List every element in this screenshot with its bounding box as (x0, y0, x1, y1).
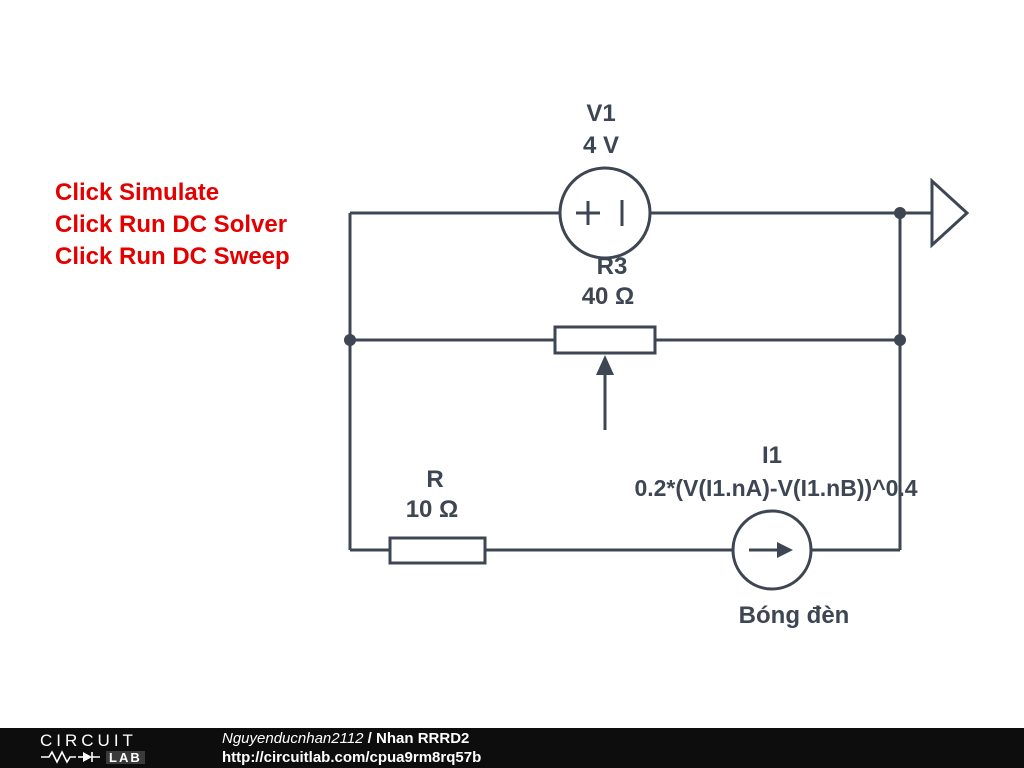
instruction-line-1: Click Simulate (55, 179, 220, 206)
r3-label: R3 (597, 253, 628, 280)
v1-value: 4 V (583, 132, 619, 159)
voltage-source-body[interactable] (558, 166, 652, 260)
logo-lab-text: LAB (106, 750, 145, 764)
instruction-line-3: Click Run DC Sweep (55, 243, 290, 270)
junction-dot (894, 334, 906, 346)
logo-circuit-text: CIRCUIT (40, 731, 137, 750)
net-flag-icon[interactable] (930, 177, 970, 249)
footer-meta: Nguyenducnhan2112 / Nhan RRRD2 http://ci… (222, 729, 481, 767)
junction-dots (344, 207, 906, 346)
labels: V1 4 V R3 40 Ω R 10 Ω I1 0.2*(V(I1.nA)-V… (406, 100, 918, 629)
footer-separator: / (363, 730, 377, 747)
plus-terminal-icon (576, 201, 600, 225)
r3-value: 40 Ω (582, 283, 635, 310)
r-label: R (426, 466, 443, 493)
components (388, 166, 970, 591)
resistor-r[interactable] (388, 536, 487, 565)
instruction-line-2: Click Run DC Solver (55, 211, 288, 238)
i1-value: 0.2*(V(I1.nA)-V(I1.nB))^0.4 (634, 475, 917, 501)
resistor-r3[interactable] (553, 325, 657, 355)
arrow-right-icon (749, 542, 793, 558)
arrow-up-icon (596, 355, 614, 430)
junction-dot (344, 334, 356, 346)
i1-caption: Bóng đèn (739, 602, 850, 629)
i1-label: I1 (762, 442, 782, 469)
footer-title-line: Nguyenducnhan2112 / Nhan RRRD2 (222, 729, 481, 748)
logo-bottom-row: LAB (40, 750, 178, 764)
waveform-icon (41, 750, 100, 764)
footer-author[interactable]: Nguyenducnhan2112 (222, 730, 364, 747)
footer-project[interactable]: Nhan RRRD2 (376, 730, 470, 747)
junction-dot (894, 207, 906, 219)
instructions: Click Simulate Click Run DC Solver Click… (55, 177, 290, 273)
footer-bar: CIRCUIT LAB Nguyenducnhan2112 / Nhan RRR… (0, 728, 1024, 768)
footer-url[interactable]: http://circuitlab.com/cpua9rm8rq57b (222, 749, 482, 766)
v1-label: V1 (586, 100, 615, 127)
voltage-source-v1[interactable] (558, 166, 652, 260)
current-source-i1[interactable] (731, 509, 813, 591)
circuitlab-logo: CIRCUIT LAB (40, 732, 178, 764)
r-value: 10 Ω (406, 496, 459, 523)
